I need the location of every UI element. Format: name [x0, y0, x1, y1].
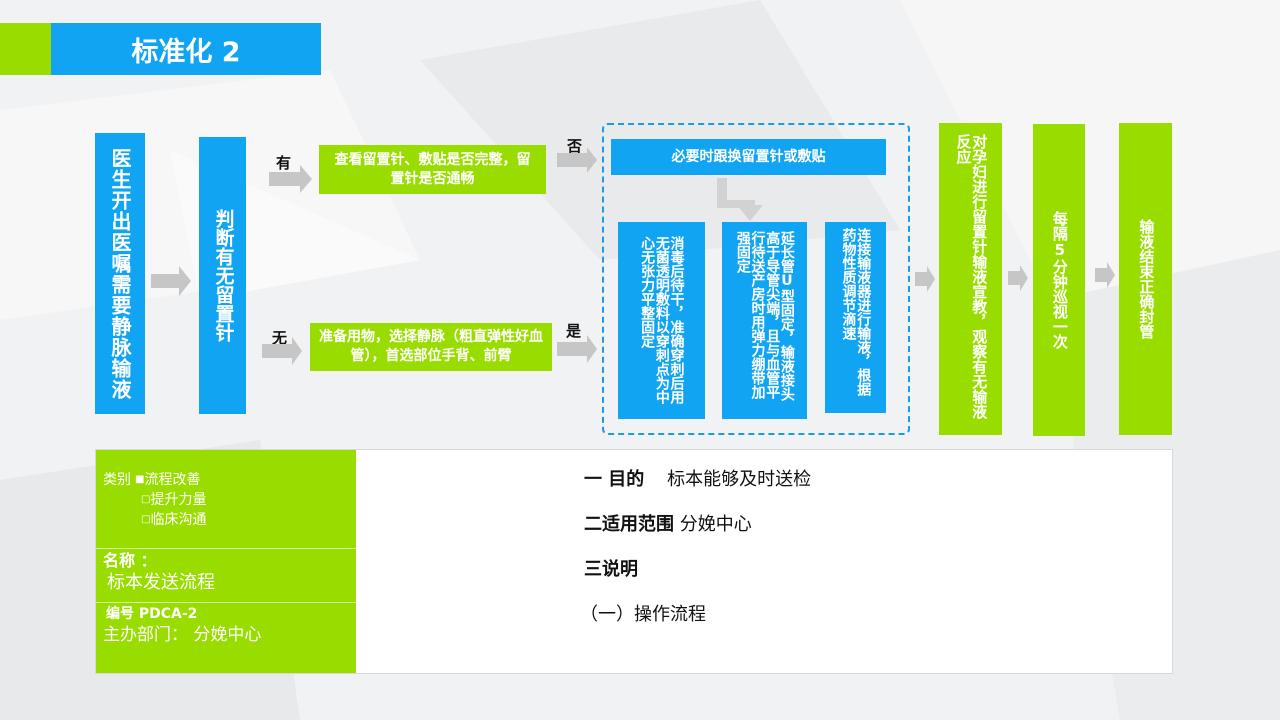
category-checkbox-1: □	[141, 494, 151, 505]
category-item-0: 流程改善	[144, 472, 201, 488]
step-educate-patient: 对孕妇进行留置针输液宣教，观察有无输液反应	[939, 123, 1002, 435]
step-check-needle: 查看留置针、敷贴是否完整，留置针是否通畅	[319, 145, 546, 194]
arrow-right-icon	[262, 337, 302, 365]
step-seal-tube: 输液结束正确封管	[1119, 123, 1172, 435]
step-doctor-order: 医生开出医嘱需要静脉输液	[95, 133, 145, 414]
name-label: 名称 ：	[103, 551, 157, 570]
sub-step-connect-infusion: 连接输液器进行输液，根据药物性质调节滴速	[825, 222, 886, 413]
scope-value: 分娩中心	[679, 514, 752, 535]
step-judge-needle: 判断有无留置针	[199, 137, 246, 414]
name-section: 名称 ： 标本发送流程	[96, 549, 356, 603]
sub-step-fix-tube: 延长管U型固定，输液接头高于导管尖端，且与血管平行待送产房时用弹力绷带加强固定	[722, 222, 807, 419]
arrow-right-icon	[1008, 265, 1028, 291]
elbow-arrow-down-icon	[715, 178, 765, 223]
department-value: 主办部门： 分娩中心	[103, 625, 262, 645]
category-checkbox-0: ■	[135, 474, 145, 485]
info-panel: 类别 ■ 流程改善 □ 提升力量 □ 临床沟通 名称 ： 标本发送流程 编号 P…	[95, 449, 1173, 674]
category-label: 类别	[103, 472, 131, 488]
arrow-right-icon	[557, 147, 597, 173]
page-title-text: 标准化 2	[131, 36, 241, 68]
label-no: 无	[272, 329, 288, 347]
sub-step-disinfect: 消毒后待干，准确穿刺后用无菌透明敷料以穿刺点为中心无张力平整固定	[618, 222, 705, 419]
category-item-1: 提升力量	[150, 492, 207, 508]
label-no-fou: 否	[567, 137, 583, 155]
name-value: 标本发送流程	[107, 572, 215, 593]
arrow-right-icon	[151, 266, 191, 296]
divider	[96, 602, 356, 603]
category-item-2: 临床沟通	[150, 512, 207, 528]
label-yes-shi: 是	[566, 322, 582, 340]
step-patrol: 每隔5分钟巡视一次	[1033, 124, 1085, 436]
code-label: 编号 PDCA-2	[106, 606, 198, 622]
scope-label: 二适用范围	[584, 514, 674, 535]
arrow-right-icon	[269, 165, 312, 193]
info-left-column	[96, 450, 356, 673]
description-label: 三说明	[584, 559, 638, 580]
code-section: 编号 PDCA-2 主办部门： 分娩中心	[96, 604, 356, 674]
arrow-right-icon	[915, 266, 935, 292]
category-checkbox-2: □	[141, 514, 151, 525]
divider	[96, 548, 356, 549]
arrow-right-icon	[1095, 262, 1115, 288]
purpose-value: 标本能够及时送检	[667, 469, 812, 490]
category-section: 类别 ■ 流程改善 □ 提升力量 □ 临床沟通	[96, 450, 356, 548]
description-block: 一 目的 标本能够及时送检 二适用范围 分娩中心 三说明 （一）操作流程	[580, 468, 812, 648]
step-prepare-supplies: 准备用物，选择静脉（粗直弹性好血管），首选部位手背、前臂	[310, 323, 552, 371]
title-accent-block	[0, 23, 51, 75]
page-title: 标准化 2	[51, 23, 321, 75]
procedure-label: （一）操作流程	[580, 604, 706, 625]
step-replace-needle: 必要时跟换留置针或敷贴	[611, 139, 886, 175]
needle-procedure-group	[602, 123, 910, 435]
label-yes: 有	[276, 154, 292, 172]
arrow-right-icon	[557, 335, 597, 363]
purpose-label: 一 目的	[584, 469, 645, 490]
